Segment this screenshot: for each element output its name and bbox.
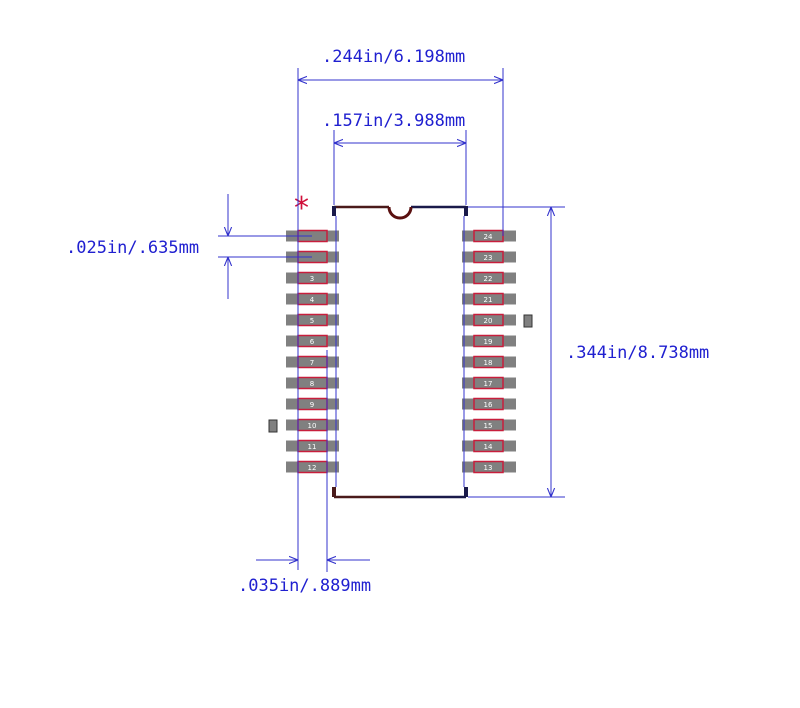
pin-pad bbox=[473, 376, 504, 390]
pin-pad bbox=[473, 250, 504, 264]
pin-lead bbox=[462, 293, 516, 305]
pin-number: 21 bbox=[484, 296, 493, 304]
pin-lead bbox=[462, 440, 516, 452]
pin-lead bbox=[286, 356, 339, 368]
pin-pad bbox=[473, 460, 504, 474]
pin-number: 6 bbox=[310, 338, 315, 346]
right-pin: 22 bbox=[462, 271, 516, 285]
pin-pad bbox=[473, 292, 504, 306]
pin-pad bbox=[473, 355, 504, 369]
pin-pad bbox=[473, 397, 504, 411]
pin-number: 14 bbox=[484, 443, 493, 451]
right-pin: 15 bbox=[462, 418, 516, 432]
left-pin: 3 bbox=[286, 271, 339, 285]
pin-width-dimension: .035in/.889mm bbox=[238, 350, 371, 596]
left-pin: 8 bbox=[286, 376, 339, 390]
right-pin: 16 bbox=[462, 397, 516, 411]
right-pin: 20 bbox=[462, 313, 516, 327]
body-width-label: .157in/3.988mm bbox=[322, 111, 465, 131]
pin-lead bbox=[286, 314, 339, 326]
body-length-label: .344in/8.738mm bbox=[566, 343, 709, 363]
pin-number: 20 bbox=[484, 317, 493, 325]
pin-lead bbox=[462, 398, 516, 410]
right-pin: 17 bbox=[462, 376, 516, 390]
pin-lead bbox=[286, 335, 339, 347]
pin1-marker: * bbox=[294, 191, 309, 226]
right-pin: 23 bbox=[462, 250, 516, 264]
pin-number: 23 bbox=[484, 254, 493, 262]
pin-lead bbox=[462, 419, 516, 431]
pin-lead bbox=[286, 293, 339, 305]
pin-lead bbox=[462, 251, 516, 263]
pin-number: 19 bbox=[484, 338, 493, 346]
pin-number: 17 bbox=[484, 380, 493, 388]
pin-lead bbox=[286, 398, 339, 410]
right-pin: 13 bbox=[462, 460, 516, 474]
left-pin: 5 bbox=[286, 313, 339, 327]
right-pin: 24 bbox=[462, 229, 516, 243]
pin-number: 10 bbox=[308, 422, 317, 430]
pin-number: 7 bbox=[310, 359, 314, 367]
pin-number: 8 bbox=[310, 380, 314, 388]
thermal-pad-right bbox=[523, 314, 533, 328]
right-pin: 18 bbox=[462, 355, 516, 369]
pin1-notch bbox=[387, 206, 413, 220]
left-pin-row: 3 4 5 6 7 8 9 10 11 12 bbox=[286, 229, 339, 474]
left-pin: 9 bbox=[286, 397, 339, 411]
pin-lead bbox=[462, 335, 516, 347]
body-length-dimension: .344in/8.738mm bbox=[468, 206, 709, 498]
pin-number: 22 bbox=[484, 275, 493, 283]
pin-number: 13 bbox=[484, 464, 493, 472]
right-pin-row: 24 23 22 21 20 19 18 17 16 15 14 13 bbox=[462, 229, 516, 474]
pin-pad bbox=[473, 334, 504, 348]
pitch-label: .025in/.635mm bbox=[66, 238, 199, 258]
pin-lead bbox=[286, 272, 339, 284]
pin-lead bbox=[462, 377, 516, 389]
right-pin: 14 bbox=[462, 439, 516, 453]
pin-number: 15 bbox=[484, 422, 493, 430]
pin-number: 16 bbox=[484, 401, 493, 409]
right-pin: 19 bbox=[462, 334, 516, 348]
overall-width-dimension: .244in/6.198mm bbox=[297, 47, 504, 570]
pin-number: 5 bbox=[310, 317, 314, 325]
pin-number: 24 bbox=[484, 233, 493, 241]
left-pin: 4 bbox=[286, 292, 339, 306]
pitch-dimension: .025in/.635mm bbox=[66, 194, 312, 299]
pin-lead bbox=[286, 230, 339, 242]
pin-pad bbox=[473, 439, 504, 453]
pin-lead bbox=[462, 461, 516, 473]
pin-lead bbox=[462, 314, 516, 326]
pin-number: 11 bbox=[308, 443, 317, 451]
pin-number: 4 bbox=[310, 296, 315, 304]
left-pin: 10 bbox=[286, 418, 339, 432]
pin-lead bbox=[462, 272, 516, 284]
pin-pad bbox=[473, 271, 504, 285]
pin-pad bbox=[473, 313, 504, 327]
pin-lead bbox=[286, 419, 339, 431]
left-pin: 6 bbox=[286, 334, 339, 348]
pin-number: 9 bbox=[310, 401, 314, 409]
pin-lead bbox=[462, 356, 516, 368]
pin-number: 3 bbox=[310, 275, 314, 283]
overall-width-label: .244in/6.198mm bbox=[322, 47, 465, 67]
package-body bbox=[332, 205, 468, 499]
pin-pad bbox=[473, 418, 504, 432]
pin-lead bbox=[286, 461, 339, 473]
pin-width-label: .035in/.889mm bbox=[238, 576, 371, 596]
thermal-pad-left bbox=[268, 419, 278, 433]
pin-lead bbox=[462, 230, 516, 242]
pin-number: 12 bbox=[308, 464, 317, 472]
pin-number: 18 bbox=[484, 359, 493, 367]
left-pin: 12 bbox=[286, 460, 339, 474]
body-width-dimension: .157in/3.988mm bbox=[322, 111, 467, 205]
left-pin: 7 bbox=[286, 355, 339, 369]
pin-lead bbox=[286, 251, 339, 263]
left-pin: 11 bbox=[286, 439, 339, 453]
pin-lead bbox=[286, 440, 339, 452]
right-pin: 21 bbox=[462, 292, 516, 306]
pin-lead bbox=[286, 377, 339, 389]
